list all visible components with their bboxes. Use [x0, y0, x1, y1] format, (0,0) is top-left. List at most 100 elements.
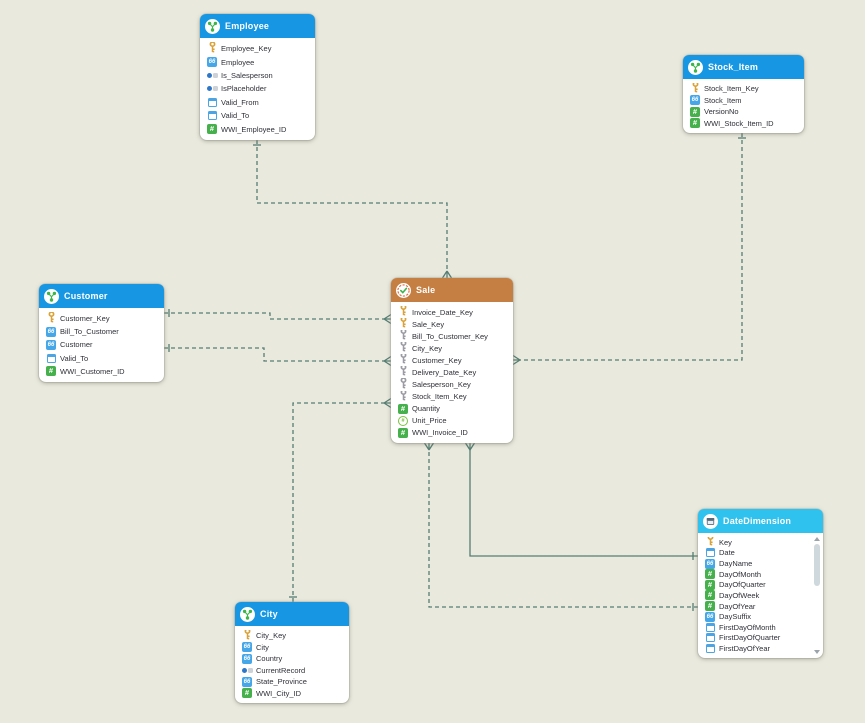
- field-row-versionno[interactable]: #VersionNo: [689, 106, 802, 118]
- field-row-wwi_employee_id[interactable]: #WWI_Employee_ID: [206, 123, 313, 136]
- foreign-key-icon: [398, 354, 409, 366]
- field-name: Valid_To: [60, 353, 89, 363]
- field-row-customer_key[interactable]: Customer_Key: [45, 312, 162, 325]
- field-row-invoice_date_key[interactable]: Invoice_Date_Key: [397, 306, 511, 318]
- field-row-wwi_customer_id[interactable]: #WWI_Customer_ID: [45, 365, 162, 378]
- field-row-key[interactable]: Key: [704, 537, 821, 548]
- field-row-currentrecord[interactable]: CurrentRecord: [241, 665, 347, 677]
- scroll-down-icon[interactable]: [814, 649, 820, 654]
- primary-key-icon: [398, 318, 409, 330]
- boolean-type-icon: [206, 73, 218, 79]
- field-row-dayofquarter[interactable]: # DayOfQuarter: [704, 579, 821, 591]
- field-name: FirstDayOfQuarter: [719, 633, 781, 643]
- field-row-valid_from[interactable]: Valid_From: [206, 96, 313, 109]
- field-row-stock_item_key[interactable]: Stock_Item_Key: [689, 83, 802, 95]
- field-row-stock_item_key[interactable]: Stock_Item_Key: [397, 390, 511, 403]
- relationship-customer-sale[interactable]: [164, 344, 392, 367]
- field-row-valid_to[interactable]: Valid_To: [206, 109, 313, 122]
- field-name: Quantity: [412, 404, 440, 414]
- field-name: DayName: [719, 559, 753, 569]
- field-name: FirstDayOfMonth: [719, 622, 776, 632]
- table-header[interactable]: Employee: [200, 14, 315, 38]
- integer-type-icon: #: [705, 579, 715, 590]
- scrollbar-thumb[interactable]: [814, 544, 820, 586]
- primary-key-icon: [705, 537, 716, 548]
- field-row-date[interactable]: Date: [704, 548, 821, 559]
- field-row-wwi_stock_item_id[interactable]: #WWI_Stock_Item_ID: [689, 118, 802, 130]
- field-row-firstdayofmonth[interactable]: FirstDayOfMonth: [704, 622, 821, 633]
- scroll-up-icon[interactable]: [814, 537, 820, 541]
- field-row-bill_to_customer_key[interactable]: Bill_To_Customer_Key: [397, 330, 511, 342]
- field-row-sale_key[interactable]: Sale_Key: [397, 318, 511, 330]
- field-row-city_key[interactable]: City_Key: [397, 342, 511, 354]
- field-row-city_key[interactable]: City_Key: [241, 630, 347, 642]
- text-type-icon: 66: [705, 611, 715, 622]
- field-name: Stock_Item: [704, 95, 742, 105]
- integer-type-icon: #: [207, 124, 217, 135]
- text-type-icon: 66: [242, 653, 252, 664]
- field-row-unit_price[interactable]: # Unit_Price: [397, 415, 511, 427]
- field-row-dayofweek[interactable]: #DayOfWeek: [704, 590, 821, 601]
- relationship-datedimension-sale[interactable]: [464, 442, 699, 560]
- field-row-isplaceholder[interactable]: IsPlaceholder: [206, 82, 313, 95]
- relationship-stock_item-sale[interactable]: [512, 133, 746, 366]
- integer-type-icon: #: [705, 601, 715, 612]
- decimal-type-icon: #: [398, 415, 408, 426]
- foreign-key-icon: [398, 378, 409, 390]
- crow-foot-marker: [512, 354, 521, 366]
- date-type-icon: [705, 633, 715, 643]
- relationship-datedimension-sale[interactable]: [423, 442, 699, 611]
- field-row-dayofmonth[interactable]: #DayOfMonth: [704, 569, 821, 580]
- table-title: Customer: [64, 291, 108, 301]
- field-row-quantity[interactable]: #Quantity: [397, 403, 511, 415]
- field-row-delivery_date_key[interactable]: Delivery_Date_Key: [397, 366, 511, 378]
- table-header[interactable]: Customer: [39, 284, 164, 308]
- field-row-firstdayofquarter[interactable]: FirstDayOfQuarter: [704, 633, 821, 644]
- field-row-wwi_city_id[interactable]: #WWI_City_ID: [241, 688, 347, 700]
- relationship-city-sale[interactable]: [289, 397, 392, 603]
- field-name: Unit_Price: [412, 416, 447, 426]
- relationship-customer-sale[interactable]: [164, 309, 392, 325]
- text-type-icon: 66: [46, 339, 56, 350]
- crow-foot-marker: [464, 442, 476, 451]
- field-name: Bill_To_Customer: [60, 327, 119, 337]
- table-header[interactable]: Sale: [391, 278, 513, 302]
- field-row-valid_to[interactable]: Valid_To: [45, 352, 162, 365]
- crow-foot-marker: [383, 355, 392, 367]
- field-row-employee_key[interactable]: Employee_Key: [206, 42, 313, 55]
- field-name: IsPlaceholder: [221, 84, 267, 94]
- primary-key-icon: [690, 83, 701, 95]
- field-row-firstdayofyear[interactable]: FirstDayOfYear: [704, 643, 821, 654]
- field-row-is_salesperson[interactable]: Is_Salesperson: [206, 69, 313, 82]
- field-row-dayofyear[interactable]: #DayOfYear: [704, 601, 821, 612]
- field-name: VersionNo: [704, 107, 739, 117]
- relationship-employee-sale[interactable]: [253, 140, 453, 279]
- table-header[interactable]: Stock_Item: [683, 55, 804, 79]
- vertical-scrollbar[interactable]: [813, 535, 821, 656]
- field-row-customer_key[interactable]: Customer_Key: [397, 354, 511, 366]
- date-type-icon: [705, 644, 715, 654]
- field-row-salesperson_key[interactable]: Salesperson_Key: [397, 378, 511, 390]
- field-row-wwi_invoice_id[interactable]: #WWI_Invoice_ID: [397, 427, 511, 439]
- field-name: Invoice_Date_Key: [412, 307, 473, 317]
- table-header[interactable]: DateDimension: [698, 509, 823, 533]
- table-header[interactable]: City: [235, 602, 349, 626]
- field-name: DayOfQuarter: [719, 580, 766, 590]
- integer-type-icon: #: [690, 118, 700, 129]
